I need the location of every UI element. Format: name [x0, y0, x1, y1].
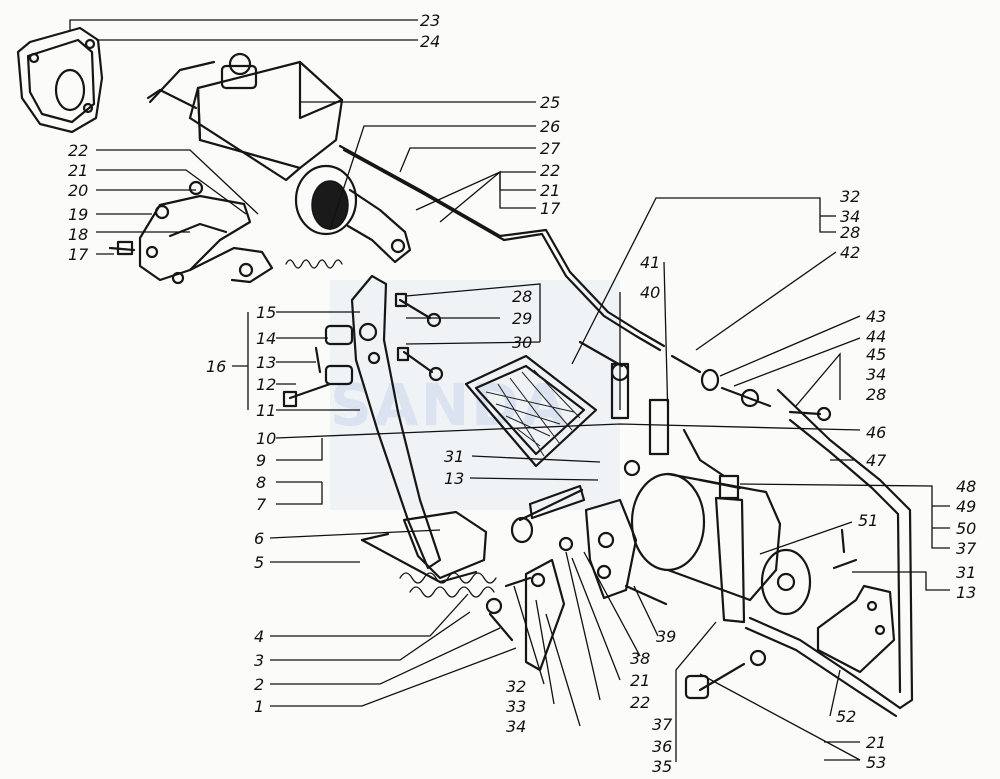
label-22-top: 22	[540, 161, 560, 180]
label-22-left: 22	[68, 141, 88, 160]
label-7: 7	[256, 495, 267, 514]
label-23: 23	[420, 11, 440, 30]
label-21-lower: 21	[866, 733, 886, 752]
label-50: 50	[956, 519, 976, 538]
label-37-right: 37	[956, 539, 977, 558]
brake-tubing	[338, 144, 914, 718]
stop-plate	[504, 536, 574, 672]
label-18: 18	[68, 225, 88, 244]
label-25: 25	[540, 93, 560, 112]
label-19: 19	[68, 205, 88, 224]
label-17-top: 17	[540, 199, 561, 218]
label-24: 24	[420, 32, 440, 51]
label-32-bottom: 32	[506, 677, 526, 696]
label-49: 49	[956, 497, 976, 516]
label-37-bottom: 37	[652, 715, 673, 734]
label-5: 5	[254, 553, 264, 572]
label-21-bottom: 21	[630, 671, 650, 690]
label-43: 43	[866, 307, 886, 326]
label-38: 38	[630, 649, 650, 668]
label-14: 14	[256, 329, 276, 348]
part-labels: 23 24 25 26 27 22 21 17 22 21 20 19 18 1…	[68, 11, 977, 776]
tee-fittings	[578, 340, 832, 478]
label-29: 29	[512, 309, 532, 328]
label-27: 27	[540, 139, 561, 158]
label-3: 3	[254, 651, 264, 670]
label-15: 15	[256, 303, 276, 322]
leader-lines	[69, 19, 950, 762]
label-2: 2	[254, 675, 264, 694]
label-45: 45	[866, 345, 886, 364]
label-28-top: 28	[840, 223, 860, 242]
label-11: 11	[256, 401, 276, 420]
servo-booster	[630, 472, 812, 624]
label-48: 48	[956, 477, 976, 496]
label-36: 36	[652, 737, 672, 756]
label-28-mid: 28	[512, 287, 532, 306]
label-13-right: 13	[956, 583, 976, 602]
cotter-pin-and-bolt	[832, 528, 858, 570]
label-21-top: 21	[540, 181, 560, 200]
label-34-right: 34	[866, 365, 886, 384]
label-10: 10	[256, 429, 276, 448]
label-35: 35	[652, 757, 672, 776]
watermark-text: SANDA	[330, 371, 568, 439]
label-8: 8	[256, 473, 266, 492]
label-31-right: 31	[956, 563, 976, 582]
label-6: 6	[254, 529, 264, 548]
label-13-mid: 13	[444, 469, 464, 488]
label-34-top: 34	[840, 207, 860, 226]
label-9: 9	[256, 451, 266, 470]
label-17-left: 17	[68, 245, 89, 264]
bracket-bolt	[684, 649, 767, 700]
label-47: 47	[866, 451, 887, 470]
label-22-bottom: 22	[630, 693, 650, 712]
label-40: 40	[640, 283, 660, 302]
label-34-bottom: 34	[506, 717, 526, 736]
master-cylinder	[146, 52, 412, 264]
label-16: 16	[206, 357, 226, 376]
label-39: 39	[656, 627, 676, 646]
label-51: 51	[858, 511, 878, 530]
label-12: 12	[256, 375, 276, 394]
adjuster-bolts	[394, 292, 444, 382]
label-32-top: 32	[840, 187, 860, 206]
pedal-pad	[464, 354, 598, 468]
label-44: 44	[866, 327, 886, 346]
label-42: 42	[840, 243, 860, 262]
label-28-right: 28	[866, 385, 886, 404]
label-33: 33	[506, 697, 526, 716]
flange-plate	[16, 26, 104, 134]
label-20: 20	[68, 181, 88, 200]
label-52: 52	[836, 707, 856, 726]
label-46: 46	[866, 423, 886, 442]
label-4: 4	[254, 627, 264, 646]
label-31-mid: 31	[444, 447, 464, 466]
pivot-pins	[282, 324, 354, 408]
mounting-bracket	[816, 584, 896, 674]
label-1: 1	[254, 697, 264, 716]
label-21-left: 21	[68, 161, 88, 180]
label-26: 26	[540, 117, 560, 136]
label-53: 53	[866, 753, 886, 772]
pedal-return-spring	[399, 572, 514, 642]
label-30: 30	[512, 333, 532, 352]
label-41: 41	[640, 253, 660, 272]
return-spring-small	[285, 259, 343, 269]
pushrod-linkage	[510, 459, 668, 606]
label-13-left: 13	[256, 353, 276, 372]
